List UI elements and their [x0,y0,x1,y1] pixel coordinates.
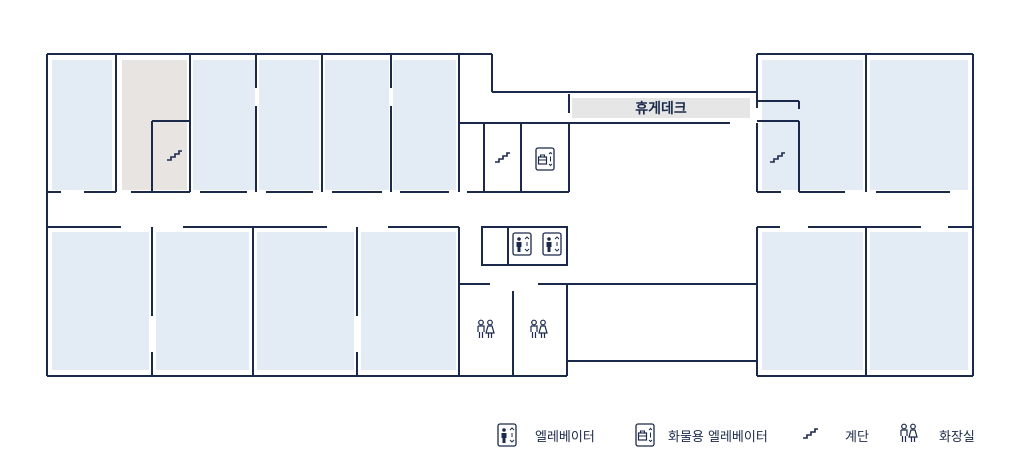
room-c2 [870,60,968,190]
legend: 엘레베이터 화물용 엘레베이터 계단 화장실 [497,423,975,447]
legend-elevator-label: 엘레베이터 [535,430,595,445]
room-fills [52,60,968,370]
room-b3 [257,232,354,370]
legend-stairs-label: 계단 [845,430,869,445]
room-a3 [193,60,255,190]
legend-restroom-label: 화장실 [939,430,975,445]
legend-restroom-icon [900,423,918,443]
rest-deck-area [572,98,750,118]
room-d2 [870,232,968,370]
restroom-icon [530,319,548,339]
legend-stairs-icon [802,428,819,439]
restroom-icon [477,319,495,339]
freight-elevator-icon [535,147,555,171]
walls [46,53,974,377]
legend-elevator-icon [497,423,517,447]
room-b1 [52,232,149,370]
elevator-icon [512,232,532,256]
elevator-icon [542,232,562,256]
legend-freight-elevator-label: 화물용 엘레베이터 [668,430,768,445]
room-gray-office [122,60,187,190]
room-a4 [259,60,319,190]
room-a1 [52,60,112,190]
room-c1 [762,60,863,190]
room-a5 [325,60,389,190]
rest-deck-label: 휴게데크 [635,101,687,117]
room-b2 [156,232,249,370]
room-d1 [762,232,863,370]
legend-freight-elevator-icon [635,423,655,447]
stairs-icon [494,152,511,163]
room-a6 [393,60,456,190]
room-b4 [361,232,456,370]
